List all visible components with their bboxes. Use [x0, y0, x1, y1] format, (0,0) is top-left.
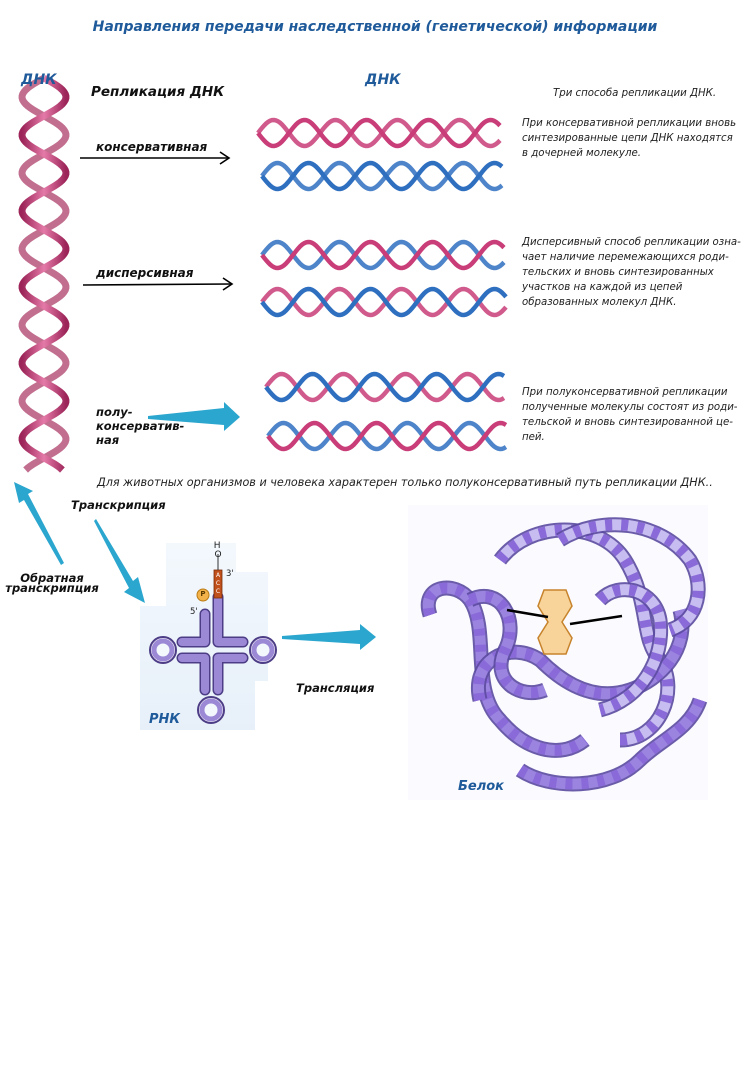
left-helix-front: [18, 74, 70, 473]
reverse-transcription-line-2: транскрипция: [5, 581, 99, 595]
rna-label: РНК: [149, 712, 181, 727]
dna-left-label: ДНК: [21, 72, 57, 88]
helix-strand-back: [264, 371, 506, 403]
dispersive-label: дисперсивная: [96, 266, 194, 280]
protein-ribbon-helix: [596, 584, 667, 716]
semiconservative-line-2: консерватив-: [96, 419, 185, 433]
desc-line: тельской и вновь синтезированной це-: [522, 417, 733, 428]
desc-line: При полуконсервативной репликации: [522, 387, 728, 398]
semiconservative-arrow: [148, 402, 240, 431]
protein-ribbon-helix: [467, 590, 548, 699]
replication-note: Для животных организмов и человека харак…: [97, 476, 713, 489]
helix-strand-back: [260, 239, 506, 271]
left-helix-back: [18, 74, 70, 473]
transcription-label: Транскрипция: [71, 498, 166, 512]
semiconservative-line-1: полу-: [96, 405, 133, 419]
page-title: Направления передачи наследственной (ген…: [92, 19, 658, 35]
dna-center-label: ДНК: [365, 72, 401, 88]
dispersive-description: Дисперсивный способ репликации озна- чае…: [522, 235, 741, 310]
helix-strand-front: [256, 117, 502, 149]
desc-line: участков на каждой из цепей: [522, 282, 683, 293]
semiconservative-line-3: ная: [96, 433, 120, 447]
left-dna-helix: [18, 74, 70, 473]
translation-arrow: [282, 624, 376, 650]
helix-strand-back: [256, 117, 502, 149]
conservative-description: При консервативной репликации вновь синт…: [522, 116, 736, 161]
trna-anticodon-label: ACC: [215, 572, 221, 595]
trna-5prime-label: 5': [190, 607, 198, 617]
reverse-transcription-arrow: [14, 482, 64, 565]
dispersive-arrow: [82, 277, 234, 291]
reverse-transcription-label: Обратная транскрипция: [2, 571, 102, 595]
conservative-arrow: [80, 151, 231, 165]
translation-label: Трансляция: [296, 681, 375, 695]
desc-line: синтезированные цепи ДНК находятся: [522, 133, 733, 144]
transcription-arrow: [94, 519, 145, 603]
helix-strand-back: [266, 420, 508, 452]
desc-line: полученные молекулы состоят из роди-: [522, 402, 738, 413]
replication-helices: [256, 117, 508, 452]
desc-line: тельских и вновь синтезированных: [522, 267, 714, 278]
heme-group: [506, 589, 623, 655]
desc-line: Дисперсивный способ репликации озна-: [522, 237, 741, 248]
protein-ribbon-helix: [495, 524, 674, 746]
helix-strand-back: [260, 286, 508, 318]
helix-strand-front: [260, 286, 508, 318]
protein-structure: [408, 505, 708, 800]
protein-ribbon-helix: [557, 519, 704, 636]
conservative-label: консервативная: [96, 140, 208, 154]
helix-strand-front: [266, 420, 508, 452]
protein-ribbon-helix: [516, 697, 706, 790]
trna-3prime-label: 3': [226, 569, 234, 579]
helix-strand-back: [260, 160, 504, 192]
desc-line: чает наличие перемежающихся роди-: [522, 252, 729, 263]
helix-strand-front: [260, 239, 506, 271]
trna-diagram: [140, 543, 277, 730]
semiconservative-description: При полуконсервативной репликации получе…: [522, 385, 738, 445]
trna-ho-label: H O: [213, 541, 223, 560]
desc-line: При консервативной репликации вновь: [522, 118, 737, 129]
replication-title: Репликация ДНК: [91, 84, 225, 100]
protein-label: Белок: [458, 779, 505, 794]
description-header: Три способа репликации ДНК.: [553, 88, 717, 99]
helix-strand-front: [264, 371, 506, 403]
reverse-transcription-line-1: Обратная: [20, 571, 84, 585]
desc-line: пей.: [522, 432, 545, 443]
desc-line: в дочерней молекуле.: [522, 148, 641, 159]
phosphate-label: P: [200, 590, 206, 598]
protein-ribbon-helix: [473, 608, 688, 702]
helix-strand-front: [260, 160, 504, 192]
desc-line: образованных молекул ДНК.: [522, 297, 677, 308]
semiconservative-label: полу- консерватив- ная: [96, 405, 184, 447]
